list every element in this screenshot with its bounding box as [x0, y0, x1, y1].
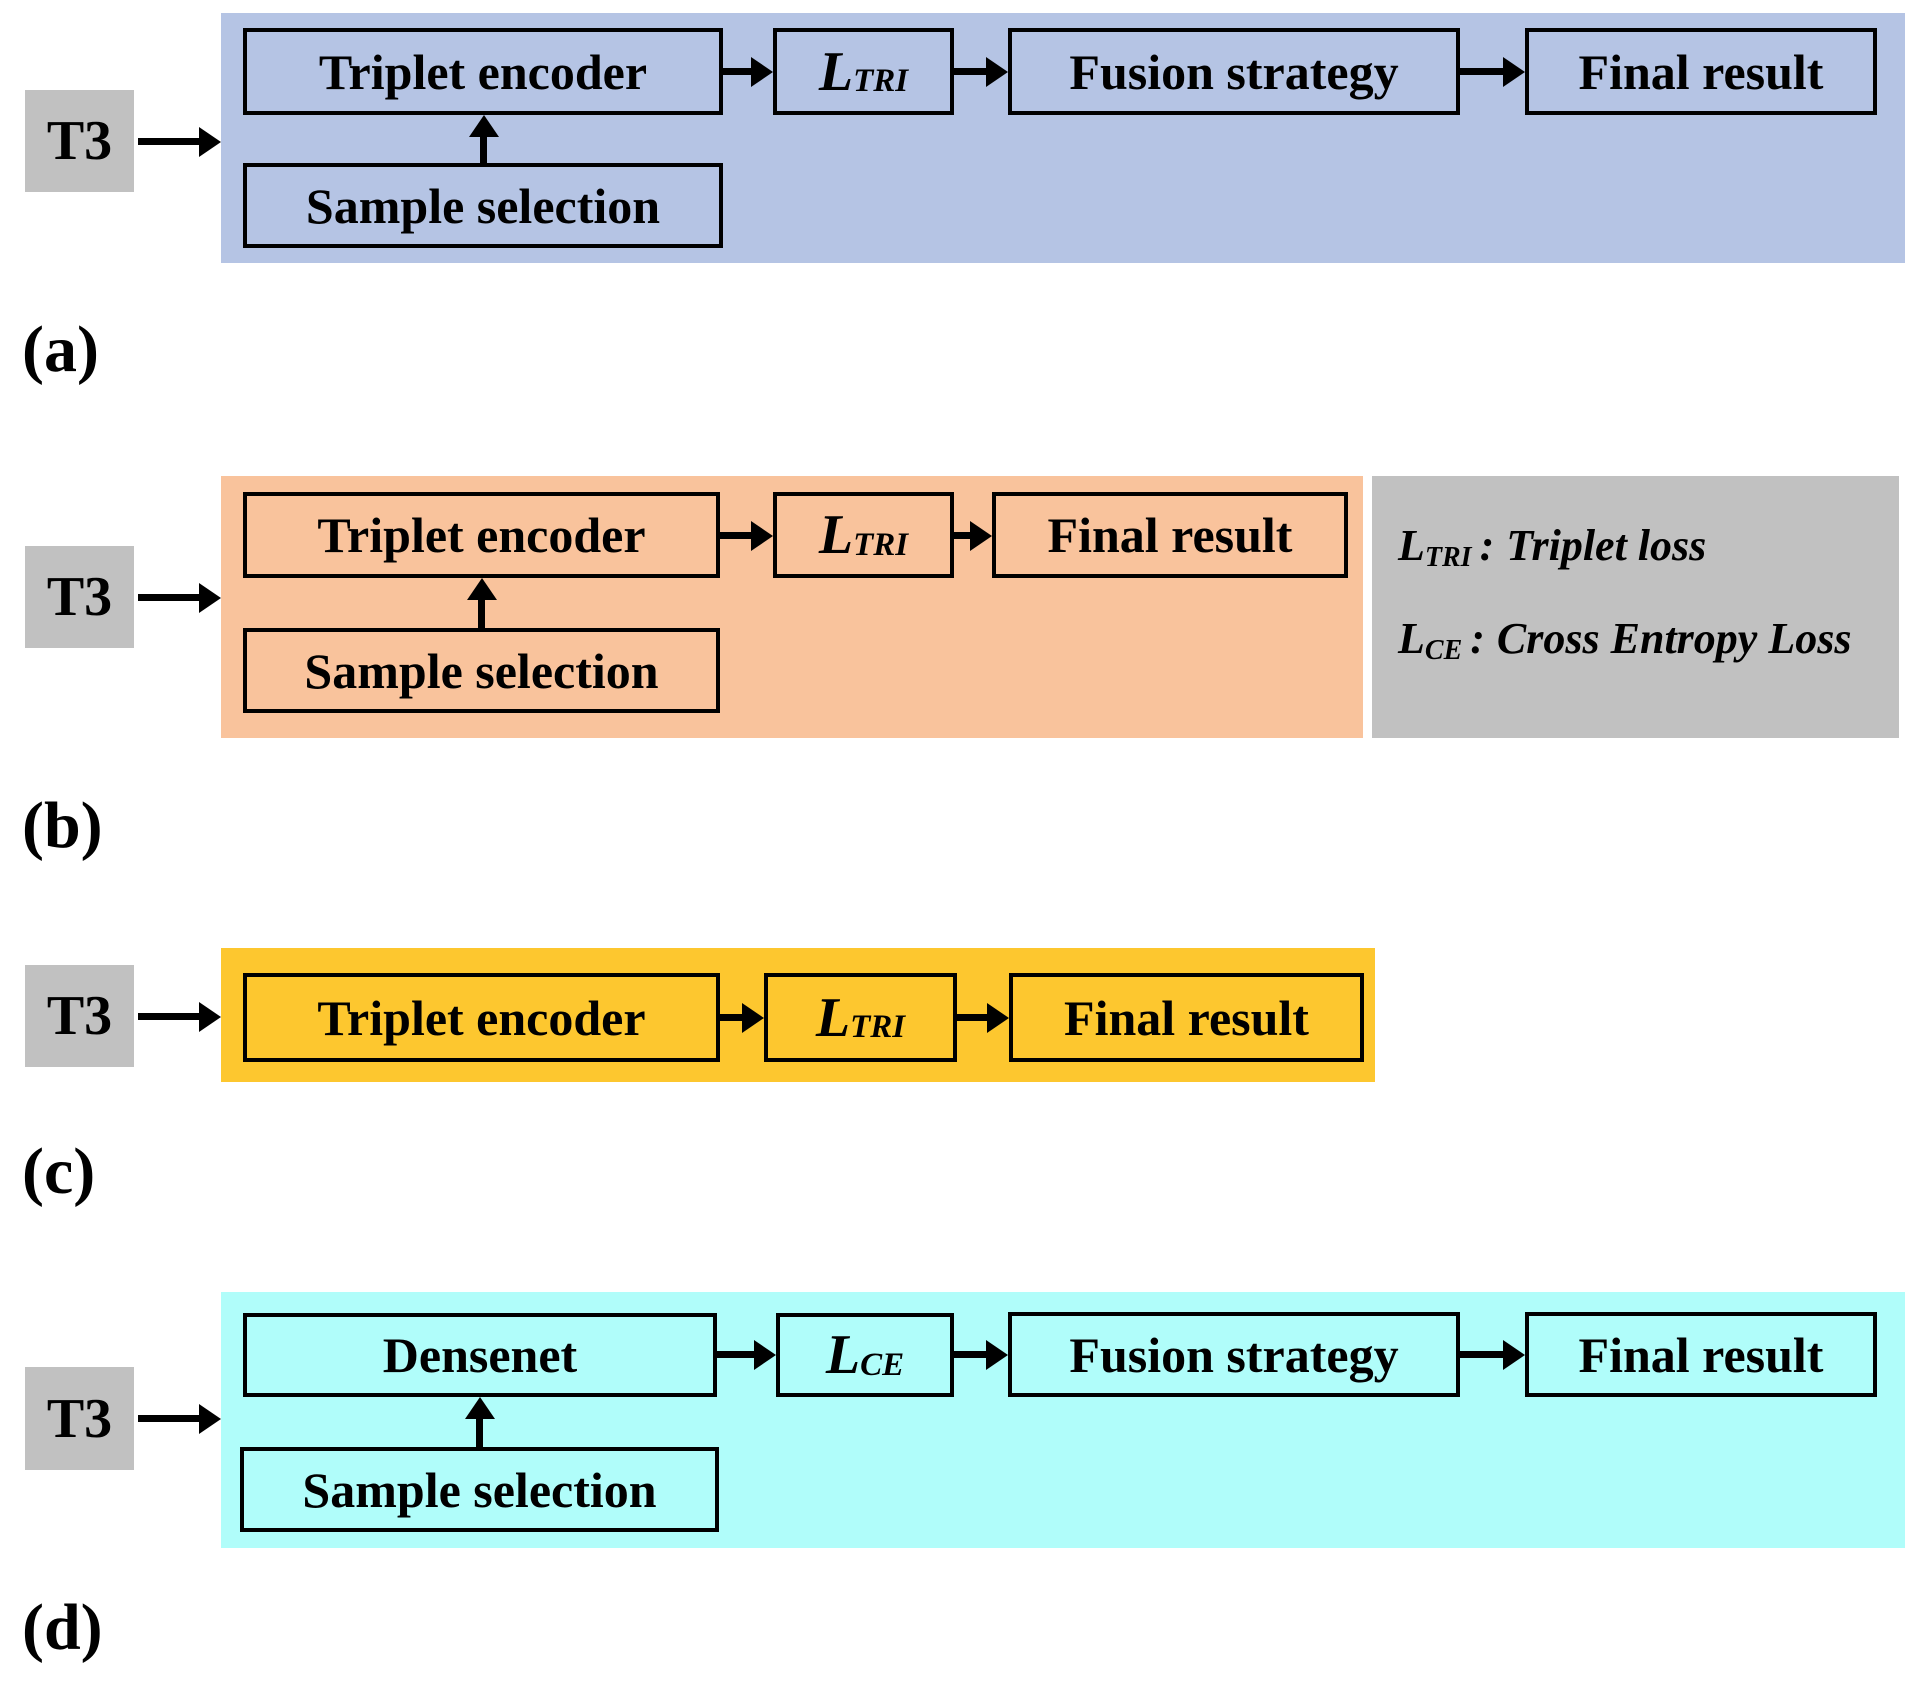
- triplet-encoder-label-b: Triplet encoder: [317, 507, 646, 563]
- final-result-box-b: Final result: [992, 492, 1348, 578]
- arrow-right-icon: [1460, 56, 1525, 87]
- sample-selection-label-b: Sample selection: [304, 642, 659, 699]
- caption-a: (a): [22, 313, 99, 386]
- t3-label-d: T3: [46, 1387, 113, 1450]
- arrow-right-icon: [954, 1339, 1008, 1370]
- arrow-up-icon: [468, 115, 499, 163]
- legend-colon: :: [1470, 614, 1485, 663]
- sample-selection-label-a: Sample selection: [305, 177, 661, 234]
- arrow-right-icon: [138, 126, 221, 157]
- fusion-strategy-box-d: Fusion strategy: [1008, 1312, 1460, 1397]
- loss-symbol-b: L: [818, 504, 854, 566]
- final-result-label-d: Final result: [1578, 1326, 1824, 1383]
- arrow-right-icon: [720, 520, 773, 551]
- legend-symbol-tri: L: [1398, 521, 1425, 570]
- t3-input-box-c: T3: [25, 965, 134, 1067]
- final-result-label-b: Final result: [1047, 507, 1293, 563]
- arrow-up-icon: [464, 1397, 495, 1447]
- arrow-right-icon: [138, 1001, 221, 1032]
- legend-colon: :: [1479, 521, 1495, 570]
- loss-subscript-d: CE: [860, 1346, 905, 1383]
- loss-symbol-c: L: [815, 986, 851, 1049]
- final-result-label-a: Final result: [1578, 43, 1824, 100]
- arrow-up-icon: [466, 578, 497, 628]
- arrow-right-icon: [138, 582, 221, 613]
- legend-desc-cross-entropy: Cross Entropy Loss: [1496, 614, 1852, 663]
- loss-subscript-b: TRI: [853, 526, 909, 563]
- arrow-right-icon: [957, 1002, 1009, 1033]
- final-result-box-d: Final result: [1525, 1312, 1877, 1397]
- arrow-right-icon: [954, 56, 1008, 87]
- loss-symbol-d: L: [825, 1324, 861, 1386]
- loss-symbol-a: L: [818, 40, 854, 103]
- caption-d: (d): [22, 1591, 103, 1664]
- arrow-right-icon: [1460, 1339, 1525, 1370]
- arrow-right-icon: [717, 1339, 776, 1370]
- sample-selection-label-d: Sample selection: [302, 1461, 657, 1518]
- sample-selection-box-b: Sample selection: [243, 628, 720, 713]
- legend-desc-triplet-loss: Triplet loss: [1506, 521, 1707, 570]
- legend-subscript-ce: CE: [1424, 635, 1463, 666]
- sample-selection-box-a: Sample selection: [243, 163, 723, 248]
- loss-subscript-a: TRI: [853, 63, 909, 99]
- densenet-box-d: Densenet: [243, 1313, 717, 1397]
- arrow-right-icon: [720, 1002, 764, 1033]
- triplet-encoder-box-a: Triplet encoder: [243, 28, 723, 115]
- triplet-encoder-box-c: Triplet encoder: [243, 973, 720, 1062]
- t3-input-box-b: T3: [25, 546, 134, 648]
- t3-label-c: T3: [46, 985, 113, 1047]
- legend-subscript-tri: TRI: [1424, 542, 1472, 573]
- arrow-right-icon: [954, 520, 992, 551]
- densenet-label-d: Densenet: [382, 1327, 578, 1383]
- triplet-encoder-box-b: Triplet encoder: [243, 492, 720, 578]
- t3-label-a: T3: [46, 110, 113, 172]
- t3-label-b: T3: [46, 566, 113, 628]
- sample-selection-box-d: Sample selection: [240, 1447, 719, 1532]
- triplet-encoder-label-a: Triplet encoder: [318, 43, 648, 100]
- legend-symbol-ce: L: [1398, 614, 1425, 663]
- final-result-box-c: Final result: [1009, 973, 1364, 1062]
- fusion-strategy-label-a: Fusion strategy: [1069, 43, 1399, 100]
- final-result-label-c: Final result: [1064, 989, 1309, 1046]
- triplet-encoder-label-c: Triplet encoder: [317, 989, 646, 1046]
- arrow-right-icon: [138, 1403, 221, 1434]
- final-result-box-a: Final result: [1525, 28, 1877, 115]
- t3-input-box-a: T3: [25, 90, 134, 192]
- t3-input-box-d: T3: [25, 1367, 134, 1470]
- fusion-strategy-box-a: Fusion strategy: [1008, 28, 1460, 115]
- arrow-right-icon: [723, 56, 773, 87]
- fusion-strategy-label-d: Fusion strategy: [1069, 1326, 1399, 1383]
- caption-b: (b): [22, 789, 103, 862]
- loss-subscript-c: TRI: [850, 1009, 906, 1045]
- caption-c: (c): [22, 1135, 96, 1208]
